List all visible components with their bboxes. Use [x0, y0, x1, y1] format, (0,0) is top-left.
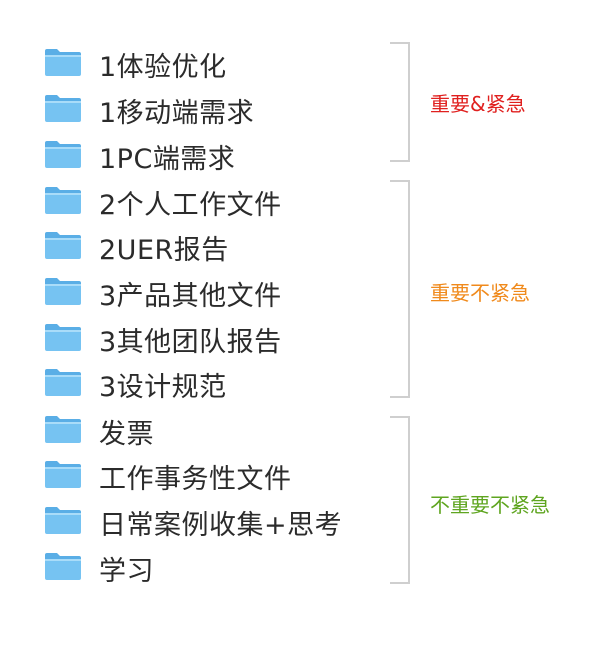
folder-icon: [44, 414, 82, 448]
group-label-not-important-not-urgent: 不重要不紧急: [430, 493, 550, 517]
folder-label: 2UER报告: [99, 234, 229, 266]
folder-item[interactable]: 日常案例收集+思考: [44, 504, 343, 541]
folder-item[interactable]: 3产品其他文件: [44, 275, 282, 312]
folder-icon: [44, 459, 82, 493]
group-bracket-not-important-not-urgent: [390, 416, 410, 584]
folder-label: 发票: [99, 418, 154, 450]
folder-item[interactable]: 发票: [44, 413, 154, 450]
folder-label: 1体验优化: [99, 51, 227, 83]
folder-item[interactable]: 工作事务性文件: [44, 458, 292, 495]
folder-item[interactable]: 3其他团队报告: [44, 321, 282, 358]
folder-item[interactable]: 2UER报告: [44, 229, 229, 266]
folder-item[interactable]: 2个人工作文件: [44, 184, 282, 221]
folder-icon: [44, 139, 82, 173]
folder-item[interactable]: 1PC端需求: [44, 138, 236, 175]
folder-icon: [44, 322, 82, 356]
folder-label: 日常案例收集+思考: [99, 509, 343, 541]
group-label-important-not-urgent: 重要不紧急: [430, 281, 530, 305]
folder-item[interactable]: 1移动端需求: [44, 92, 255, 129]
group-bracket-urgent-important: [390, 42, 410, 162]
folder-label: 1PC端需求: [99, 143, 236, 175]
folder-icon: [44, 230, 82, 264]
folder-icon: [44, 47, 82, 81]
folder-item[interactable]: 3设计规范: [44, 366, 227, 403]
folder-label: 3其他团队报告: [99, 326, 282, 358]
folder-label: 2个人工作文件: [99, 189, 282, 221]
group-bracket-important-not-urgent: [390, 180, 410, 398]
folder-item[interactable]: 学习: [44, 550, 154, 587]
folder-icon: [44, 551, 82, 585]
folder-icon: [44, 276, 82, 310]
folder-label: 3设计规范: [99, 371, 227, 403]
folder-label: 3产品其他文件: [99, 280, 282, 312]
folder-icon: [44, 185, 82, 219]
folder-icon: [44, 367, 82, 401]
folder-item[interactable]: 1体验优化: [44, 46, 227, 83]
folder-label: 学习: [99, 555, 154, 587]
folder-label: 1移动端需求: [99, 97, 255, 129]
folder-icon: [44, 93, 82, 127]
folder-icon: [44, 505, 82, 539]
folder-label: 工作事务性文件: [99, 463, 292, 495]
group-label-urgent-important: 重要&紧急: [430, 92, 526, 116]
